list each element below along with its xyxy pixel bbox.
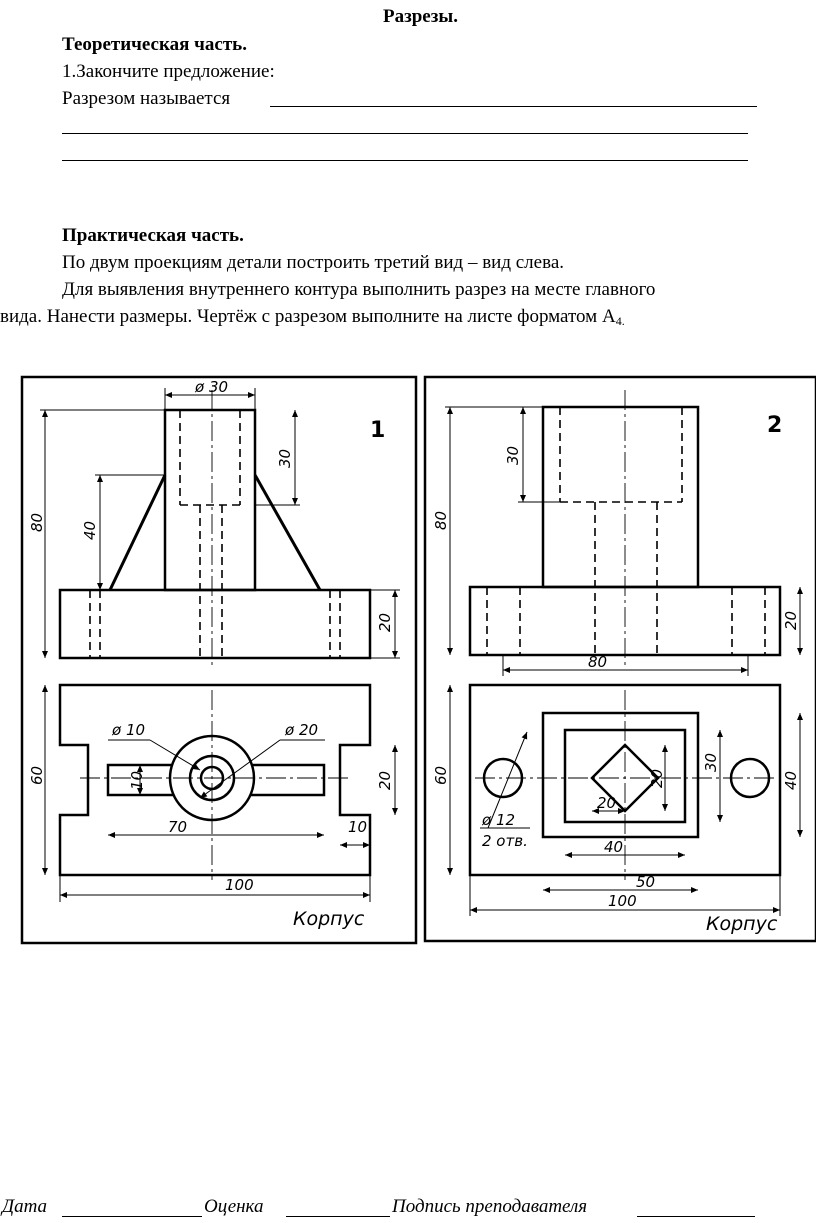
dim-h30-2: 30: [504, 446, 522, 465]
theory-prompt: Разрезом называется: [62, 88, 231, 109]
page-title: Разрезы.: [383, 6, 458, 27]
practice-line-1: По двум проекциям детали построить трети…: [62, 252, 564, 273]
drawing-2-name: Корпус: [706, 913, 778, 935]
theory-task: 1.Закончите предложение:: [62, 61, 275, 82]
column-front-1: [163, 408, 257, 592]
drawing-1-frame: [20, 375, 418, 945]
base-front-1: [58, 588, 372, 660]
drawing-2-labels: 2 30 80 20 80 60 ø 12 2 отв. 20 20 30 40…: [432, 413, 800, 935]
dim-w40-2: 40: [604, 838, 623, 856]
answer-line-1[interactable]: [270, 106, 757, 107]
practice-heading: Практическая часть.: [62, 225, 244, 246]
dim-s20b-2: 20: [648, 769, 666, 788]
dim-h60-2: 60: [432, 766, 450, 785]
dim-h40-1: 40: [81, 521, 99, 540]
footer-grade-label: Оценка: [204, 1196, 264, 1217]
dim-d30-1: ø 30: [194, 378, 228, 396]
dim-w10b-1: 10: [348, 818, 367, 836]
dim-s20a-2: 20: [597, 794, 616, 812]
date-field-line[interactable]: [62, 1216, 202, 1217]
drawing-1-labels: ø 30 1 30 80 40 20 ø 10 ø 20 60 10 20 70…: [28, 378, 394, 930]
practice-line-2: Для выявления внутреннего контура выполн…: [62, 279, 656, 300]
dim-h60-1: 60: [28, 766, 46, 785]
dim-h20-2: 20: [782, 611, 800, 630]
drawing-2-number: 2: [767, 413, 782, 438]
dim-v30-2: 30: [702, 753, 720, 772]
dim-h30-1: 30: [276, 449, 294, 468]
dim-h20-1: 20: [376, 613, 394, 632]
dim-h80-1: 80: [28, 513, 46, 532]
dim-w100-1: 100: [225, 876, 254, 894]
drawing-1-number: 1: [370, 418, 385, 443]
signature-field-line[interactable]: [637, 1216, 755, 1217]
practice-line-3: вида. Нанести размеры. Чертёж с разрезом…: [0, 306, 625, 332]
dim-v40-2: 40: [782, 771, 800, 790]
drawing-1-name: Корпус: [293, 908, 365, 930]
practice-line-3-text: вида. Нанести размеры. Чертёж с разрезом…: [0, 306, 616, 327]
dim-d10-1: ø 10: [111, 721, 145, 739]
dim-w70-1: 70: [168, 818, 187, 836]
drawing-1: [20, 375, 418, 945]
dim-h80-2: 80: [432, 511, 450, 530]
dim-w50-2: 50: [636, 873, 655, 891]
dim-w20-1: 20: [376, 771, 394, 790]
answer-line-2[interactable]: [62, 133, 748, 134]
dim-w100-2: 100: [608, 892, 637, 910]
format-subscript: 4.: [615, 314, 625, 328]
footer-signature-label: Подпись преподавателя: [392, 1196, 588, 1217]
dim-d12-2: ø 12: [481, 811, 515, 829]
dim-holes-2: 2 отв.: [482, 832, 528, 850]
column-front-2: [541, 405, 700, 589]
theory-heading: Теоретическая часть.: [62, 34, 247, 55]
grade-field-line[interactable]: [286, 1216, 390, 1217]
answer-line-3[interactable]: [62, 160, 748, 161]
base-top-2: [468, 683, 782, 877]
drawing-2-frame: [423, 375, 816, 943]
dim-w80-2: 80: [588, 653, 607, 671]
footer-date-label: Дата: [2, 1196, 48, 1217]
drawing-2: [423, 375, 816, 943]
dim-d20-1: ø 20: [284, 721, 318, 739]
dim-w10-1: 10: [128, 771, 146, 790]
